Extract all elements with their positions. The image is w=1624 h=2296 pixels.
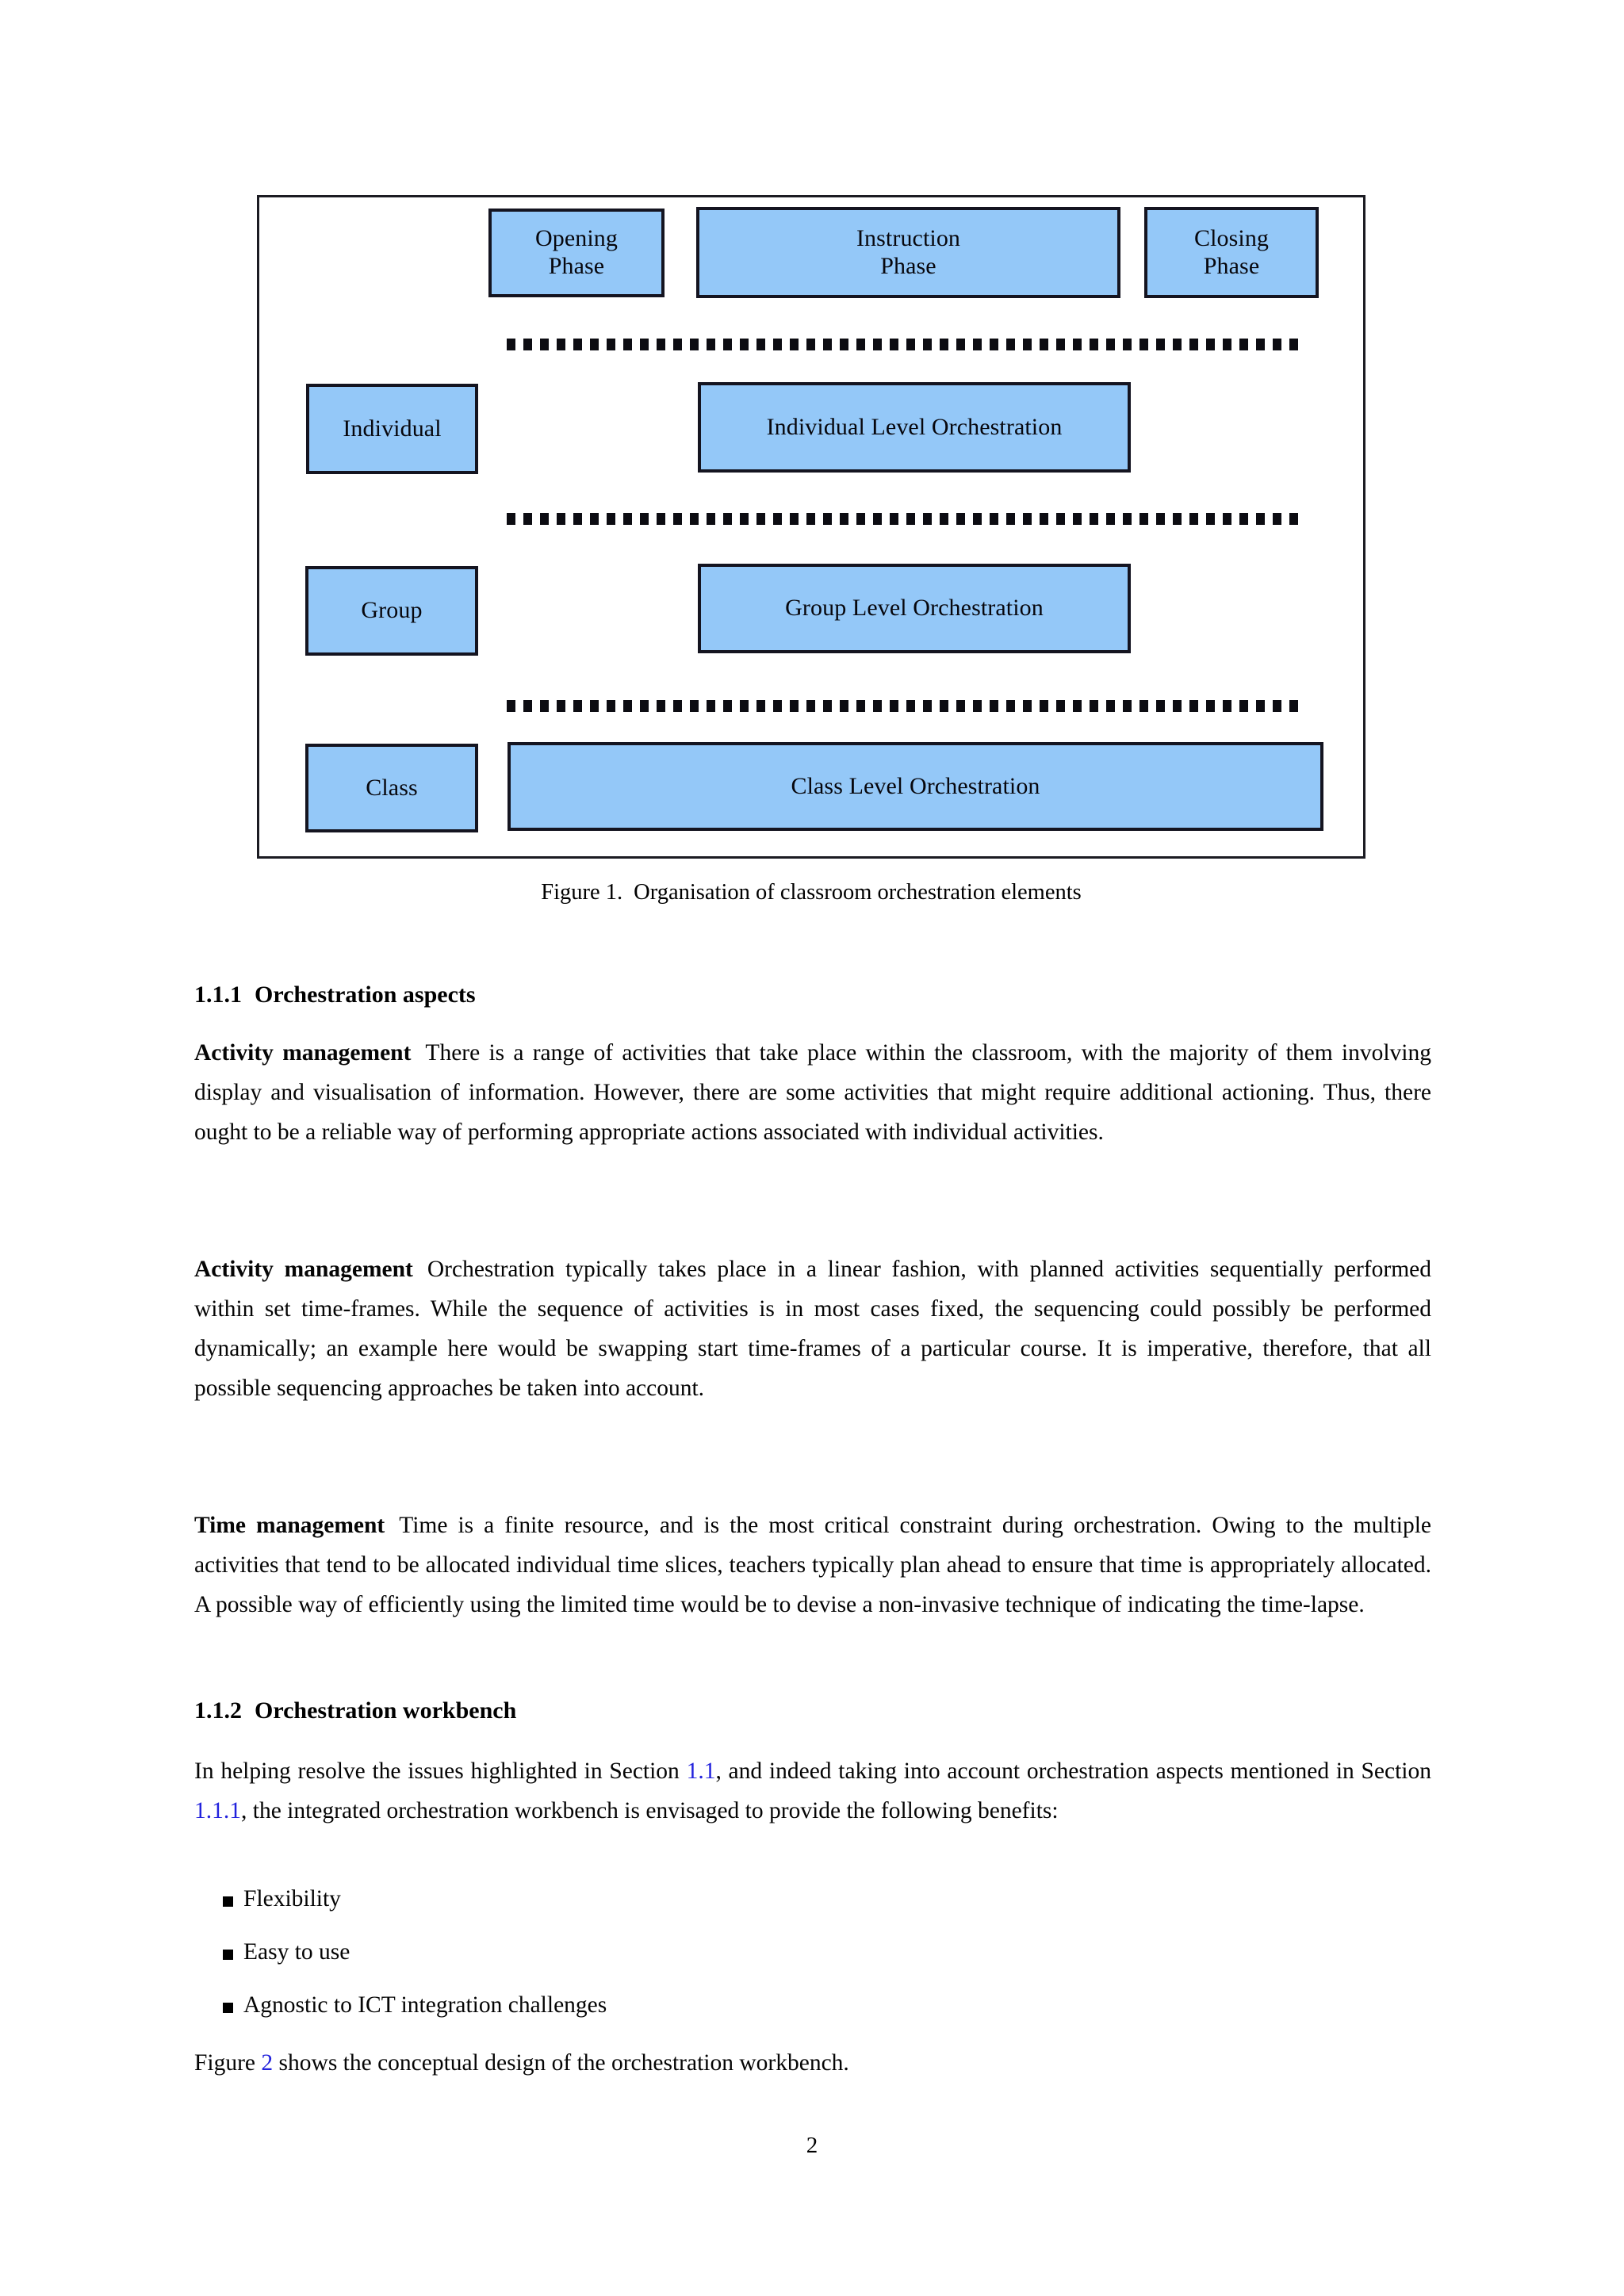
bullet-square-icon <box>223 1896 233 1907</box>
list-item-label: Easy to use <box>243 1939 350 1965</box>
paragraph-text-part-2: , and indeed taking into account orchest… <box>715 1758 1431 1784</box>
figure-caption-text: Organisation of classroom orchestration … <box>634 880 1082 905</box>
separator-2 <box>507 513 1300 525</box>
paragraph-runin: Time management <box>194 1513 385 1538</box>
node-label: Group <box>361 597 423 624</box>
bullet-square-icon <box>223 1950 233 1960</box>
node-label: Individual <box>343 415 442 442</box>
node-individual: Individual <box>306 384 478 474</box>
node-class-level-orchestration: Class Level Orchestration <box>508 742 1323 831</box>
paragraph-runin: Activity management <box>194 1040 412 1066</box>
link-figure-2[interactable]: 2 <box>261 2050 274 2076</box>
bullet-square-icon <box>223 2003 233 2013</box>
node-class: Class <box>305 744 478 832</box>
list-item: Agnostic to ICT integration challenges <box>194 1985 1384 2025</box>
separator-3 <box>507 700 1300 712</box>
paragraph-figure-reference: Figure 2 shows the conceptual design of … <box>194 2043 1431 2083</box>
node-label: Opening Phase <box>534 225 618 279</box>
paragraph-text-part-3: , the integrated orchestration workbench… <box>241 1798 1059 1823</box>
node-group: Group <box>305 566 478 656</box>
node-label: Class Level Orchestration <box>791 772 1040 799</box>
paragraph-text-part-1: Figure <box>194 2050 262 2076</box>
paragraph-workbench-intro: In helping resolve the issues highlighte… <box>194 1751 1431 1831</box>
paragraph-text-part-2: shows the conceptual design of the orche… <box>273 2050 849 2076</box>
list-item: Easy to use <box>194 1932 1384 1972</box>
node-label: Instruction Phase <box>856 224 961 279</box>
paragraph-body: Time is a finite resource, and is the mo… <box>194 1513 1431 1617</box>
paragraph-text-part-1: In helping resolve the issues highlighte… <box>194 1758 687 1784</box>
link-section-1-1[interactable]: 1.1 <box>686 1758 716 1784</box>
separator-1 <box>507 339 1300 350</box>
node-label: Group Level Orchestration <box>785 595 1044 622</box>
paragraph-body: There is a range of activities that take… <box>194 1040 1431 1145</box>
node-label: Class <box>366 774 418 801</box>
heading-1-1-2: 1.1.2 Orchestration workbench <box>194 1697 516 1724</box>
paragraph-body: Orchestration typically takes place in a… <box>194 1257 1431 1401</box>
node-closing-phase: Closing Phase <box>1144 207 1319 298</box>
heading-title: Orchestration aspects <box>255 982 476 1008</box>
node-label: Closing Phase <box>1193 224 1270 279</box>
list-item-label: Agnostic to ICT integration challenges <box>243 1992 607 2018</box>
node-label: Individual Level Orchestration <box>766 413 1063 440</box>
node-instruction-phase: Instruction Phase <box>696 207 1120 298</box>
heading-number: 1.1.1 <box>194 982 242 1008</box>
node-individual-level-orchestration: Individual Level Orchestration <box>698 382 1131 473</box>
list-item-label: Flexibility <box>243 1886 341 1911</box>
link-section-1-1-1[interactable]: 1.1.1 <box>194 1798 241 1823</box>
figure-caption: Figure 1. Organisation of classroom orche… <box>257 880 1365 905</box>
figure-1-orchestration-diagram: Opening Phase Instruction Phase Closing … <box>257 195 1365 859</box>
node-opening-phase: Opening Phase <box>488 209 665 297</box>
page-number: 2 <box>806 2133 818 2158</box>
paragraph-runin: Activity management <box>194 1257 413 1282</box>
heading-1-1-1: 1.1.1 Orchestration aspects <box>194 982 476 1008</box>
benefits-list: Flexibility Easy to use Agnostic to ICT … <box>194 1879 1384 2038</box>
figure-caption-number: Figure 1. <box>541 880 623 905</box>
heading-number: 1.1.2 <box>194 1697 242 1724</box>
node-group-level-orchestration: Group Level Orchestration <box>698 564 1131 653</box>
list-item: Flexibility <box>194 1879 1384 1919</box>
heading-title: Orchestration workbench <box>255 1697 517 1724</box>
